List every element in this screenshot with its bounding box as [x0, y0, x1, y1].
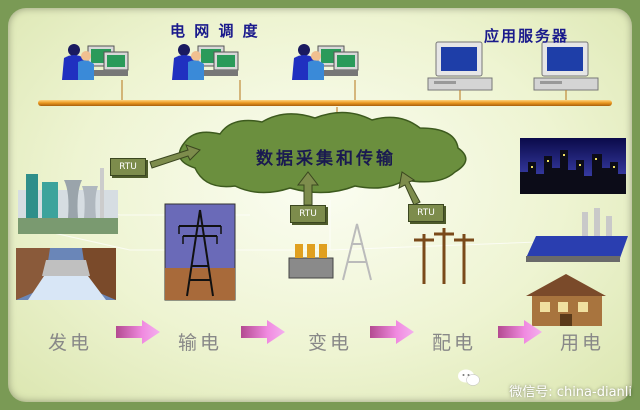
network-bus-line: [38, 100, 612, 106]
transmission-tower-image: [164, 203, 236, 301]
factory-image: [526, 208, 628, 262]
hydro-dam-image: [16, 248, 116, 300]
cloud-label: 数据采集和传输: [256, 149, 396, 169]
power-plant-image: [18, 168, 118, 234]
substation-image: [288, 223, 372, 281]
stage-transformation-label: 变电: [308, 332, 353, 354]
operator-workstation-2: [172, 44, 239, 80]
stage-distribution-label: 配电: [432, 332, 477, 354]
stage-consumption-label: 用电: [560, 332, 605, 354]
data-acquisition-cloud: [178, 111, 467, 194]
operator-workstation-3: [292, 44, 359, 80]
stage-transmission-label: 输电: [178, 332, 223, 354]
watermark-text: 微信号: china-dianli: [509, 385, 632, 400]
application-server-2: [533, 41, 599, 91]
rtu-arrows: [149, 144, 421, 206]
rtu-box-2: RTU: [290, 205, 326, 223]
distribution-poles-image: [414, 228, 474, 284]
application-server-1: [427, 41, 493, 91]
rtu-box-1: RTU: [110, 158, 146, 176]
city-skyline-image: [520, 138, 626, 194]
wechat-icon: [458, 369, 480, 386]
operator-workstation-1: [62, 44, 129, 80]
stage-generation-label: 发电: [48, 332, 93, 354]
residential-house-image: [526, 274, 606, 326]
flow-arrows: [116, 320, 542, 344]
rtu-box-3: RTU: [408, 204, 444, 222]
application-server-label: 应用服务器: [484, 27, 570, 45]
grid-dispatch-label: 电 网 调 度: [170, 22, 260, 40]
